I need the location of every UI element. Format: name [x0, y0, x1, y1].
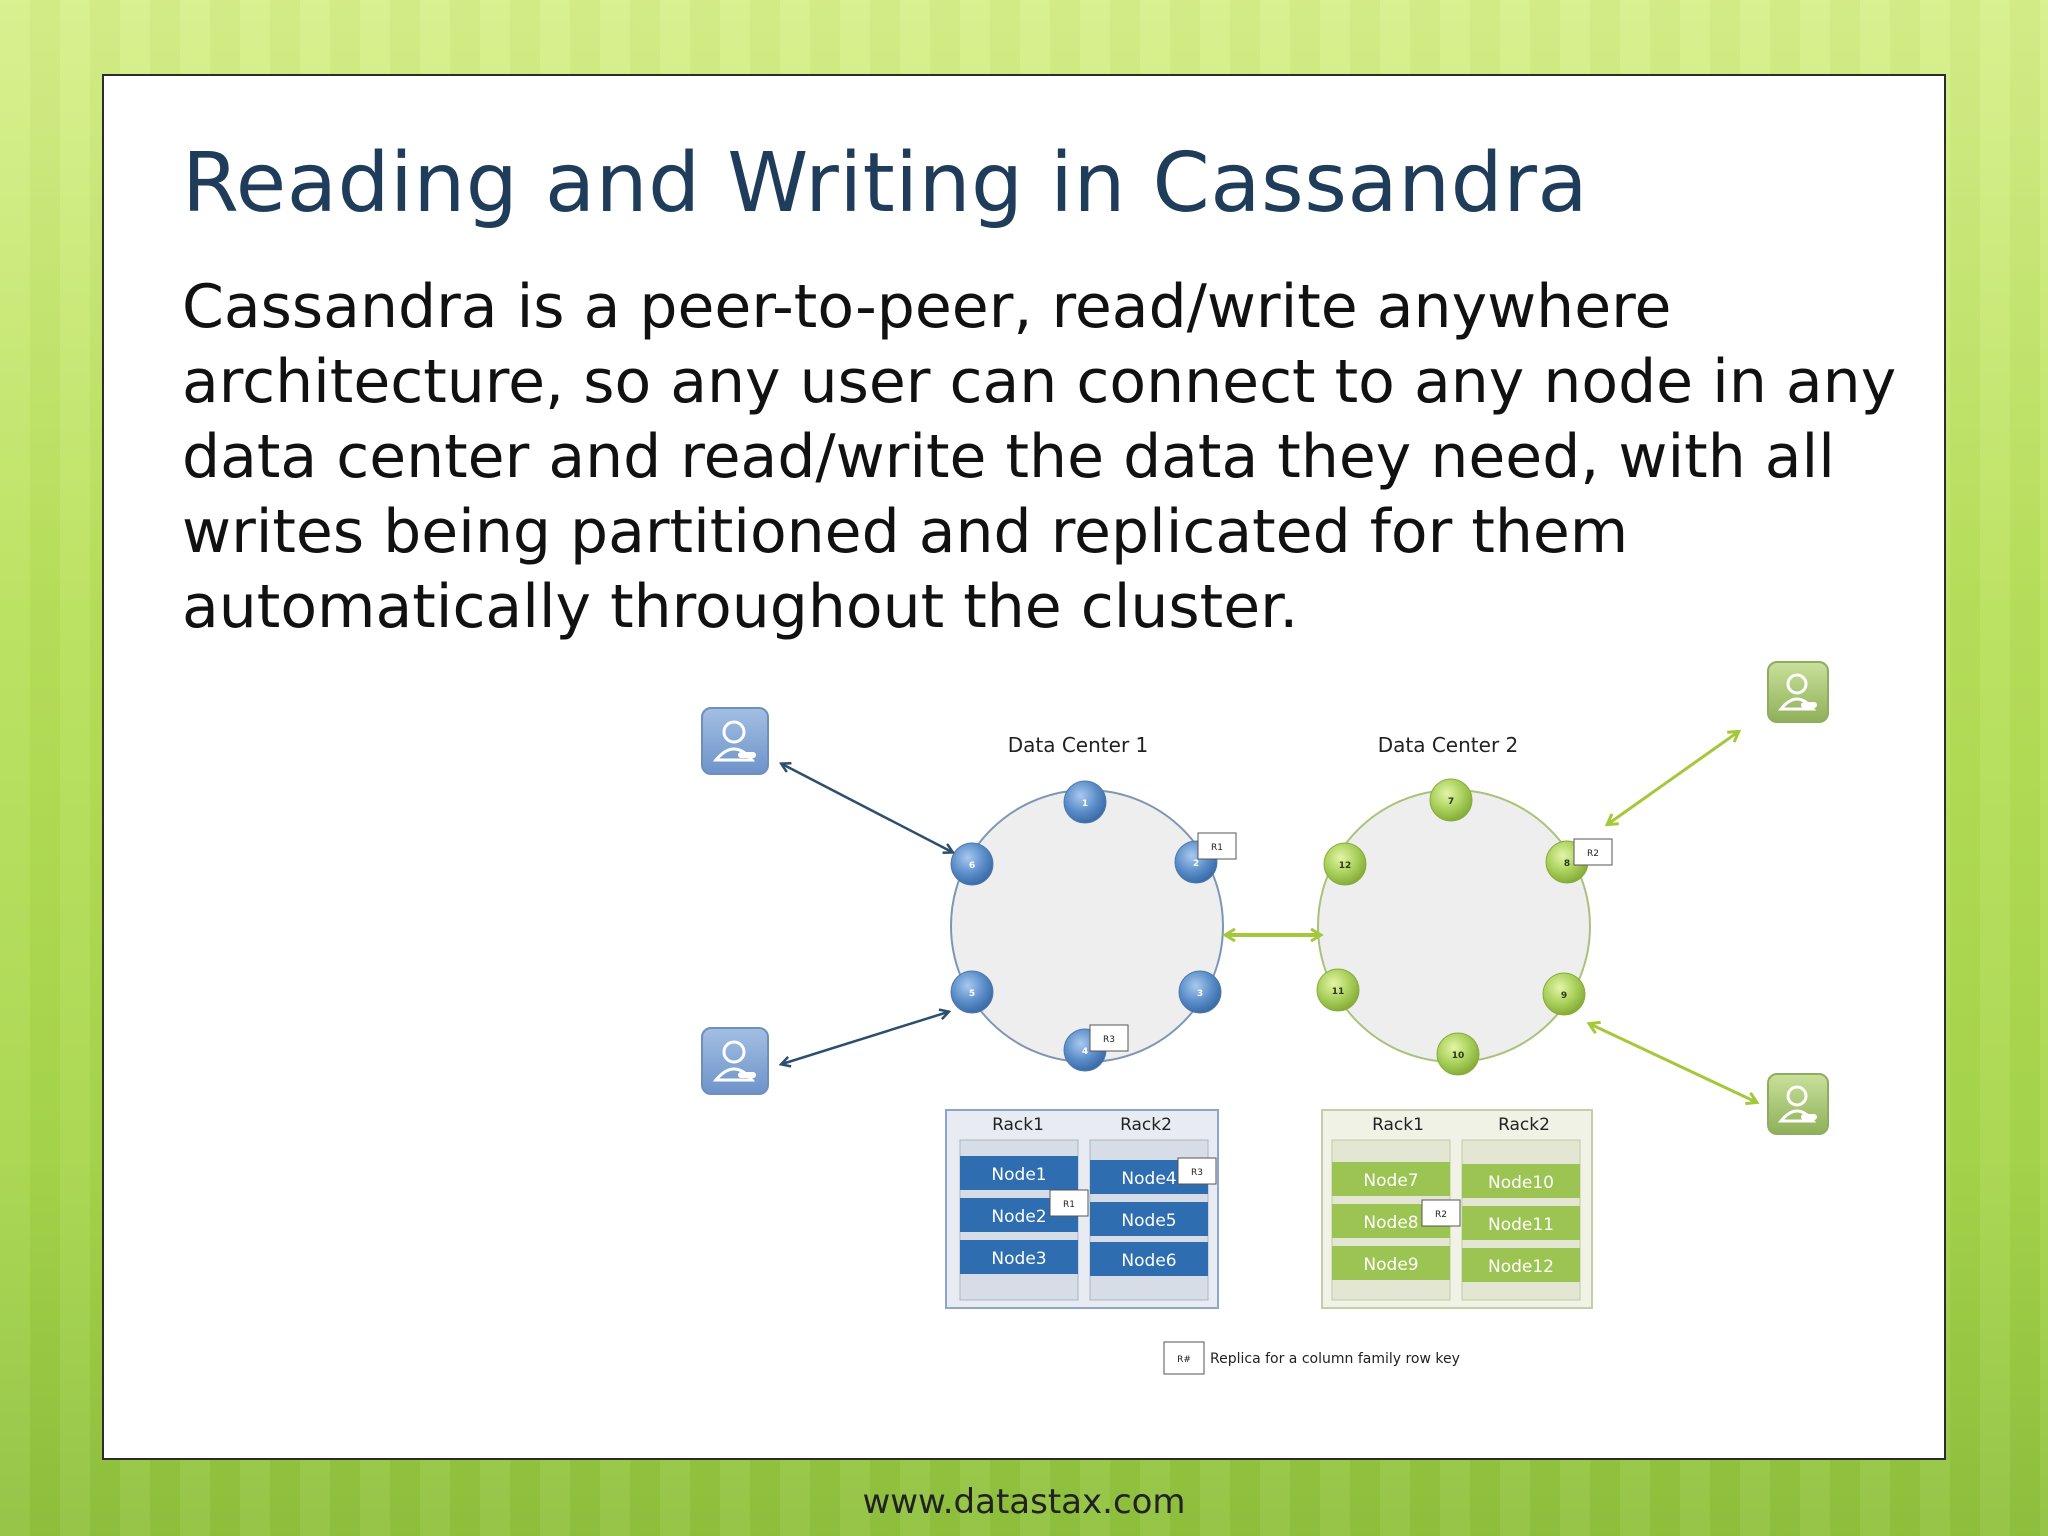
user-arrow-4	[1590, 1024, 1756, 1102]
svg-text:R3: R3	[1103, 1035, 1115, 1045]
dc2-node-9: 9	[1542, 972, 1586, 1016]
svg-text:Node10: Node10	[1488, 1173, 1554, 1193]
rack-node-node7	[1332, 1162, 1450, 1196]
dc1-node-5: 5	[950, 970, 994, 1014]
svg-text:Node5: Node5	[1121, 1211, 1176, 1231]
svg-text:9: 9	[1561, 991, 1567, 1001]
svg-text:R1: R1	[1211, 843, 1223, 853]
svg-text:8: 8	[1564, 859, 1570, 869]
svg-text:2: 2	[1193, 859, 1199, 869]
dc2-node-7: 7	[1429, 778, 1473, 822]
user-icon	[1767, 1073, 1829, 1135]
dc1-rack1-label: Rack1	[992, 1115, 1044, 1135]
svg-text:R3: R3	[1191, 1168, 1203, 1178]
dc1-node-6: 6	[950, 842, 994, 886]
dc2-ring	[1317, 789, 1591, 1063]
svg-text:4: 4	[1082, 1047, 1088, 1057]
dc2-label: Data Center 2	[1378, 733, 1519, 757]
svg-text:Node12: Node12	[1488, 1257, 1554, 1277]
svg-text:R#: R#	[1177, 1355, 1191, 1365]
user-icon	[701, 707, 769, 775]
dc1-label: Data Center 1	[1008, 733, 1149, 757]
slide-title: Reading and Writing in Cassandra	[182, 136, 1589, 231]
svg-text:Node7: Node7	[1363, 1171, 1418, 1191]
user-icon	[701, 1027, 769, 1095]
rack-replica-r2	[1421, 1199, 1461, 1227]
svg-text:6: 6	[969, 861, 975, 871]
svg-text:7: 7	[1448, 797, 1454, 807]
svg-text:3: 3	[1197, 989, 1203, 999]
user-icon	[1767, 661, 1829, 723]
rack-node-node6	[1090, 1242, 1208, 1276]
dc1-node-3: 3	[1178, 970, 1222, 1014]
svg-text:Node4: Node4	[1121, 1169, 1176, 1189]
dc1-node-1: 1	[1063, 780, 1107, 824]
svg-text:12: 12	[1339, 861, 1352, 871]
svg-text:R2: R2	[1587, 849, 1599, 859]
legend-text: Replica for a column family row key	[1210, 1351, 1460, 1367]
dc1-ring	[950, 789, 1224, 1063]
rack-replica-r1	[1049, 1189, 1089, 1217]
svg-text:Node2: Node2	[991, 1207, 1046, 1227]
svg-text:R2: R2	[1435, 1210, 1447, 1220]
rack-node-node3	[960, 1240, 1078, 1274]
svg-text:5: 5	[969, 989, 975, 999]
user-arrow-2	[782, 1012, 948, 1064]
svg-text:Node11: Node11	[1488, 1215, 1554, 1235]
svg-text:Node9: Node9	[1363, 1255, 1418, 1275]
rack-node-node1	[960, 1156, 1078, 1190]
replica-tag-r3: R3	[1089, 1024, 1129, 1052]
footer-url: www.datastax.com	[862, 1482, 1186, 1522]
dc2-racks: Rack1 Rack2 Node7 Node8 Node9 Node10 Nod…	[1321, 1109, 1593, 1309]
replica-tag-r1: R1	[1197, 832, 1237, 860]
svg-text:Node3: Node3	[991, 1249, 1046, 1269]
dc2-rack1-label: Rack1	[1372, 1115, 1424, 1135]
dc2-node-11: 11	[1316, 968, 1360, 1012]
svg-text:Node8: Node8	[1363, 1213, 1418, 1233]
svg-text:Node6: Node6	[1121, 1251, 1176, 1271]
rack-replica-r3	[1177, 1157, 1217, 1185]
legend-symbol	[1163, 1341, 1205, 1375]
slide-body: Cassandra is a peer-to-peer, read/write …	[182, 272, 1897, 642]
rack-node-node11	[1462, 1206, 1580, 1240]
svg-text:10: 10	[1452, 1051, 1465, 1061]
dc1-racks: Rack1 Rack2 Node1 Node2 Node3 Node4 Node…	[945, 1109, 1219, 1309]
rack-node-node10	[1462, 1164, 1580, 1198]
svg-text:Node1: Node1	[991, 1165, 1046, 1185]
dc1-rack2-label: Rack2	[1120, 1115, 1172, 1135]
legend: R# Replica for a column family row key	[1163, 1341, 1460, 1375]
svg-text:1: 1	[1082, 799, 1088, 809]
dc2-rack2-label: Rack2	[1498, 1115, 1550, 1135]
replica-tag-r2: R2	[1573, 838, 1613, 866]
dc2-node-10: 10	[1436, 1032, 1480, 1076]
rack-node-node12	[1462, 1248, 1580, 1282]
svg-text:11: 11	[1332, 987, 1345, 997]
user-arrow-3	[1608, 732, 1738, 824]
svg-text:R1: R1	[1063, 1200, 1075, 1210]
rack-node-node5	[1090, 1202, 1208, 1236]
rack-node-node9	[1332, 1246, 1450, 1280]
dc2-node-12: 12	[1323, 842, 1367, 886]
user-arrow-1	[782, 764, 952, 852]
